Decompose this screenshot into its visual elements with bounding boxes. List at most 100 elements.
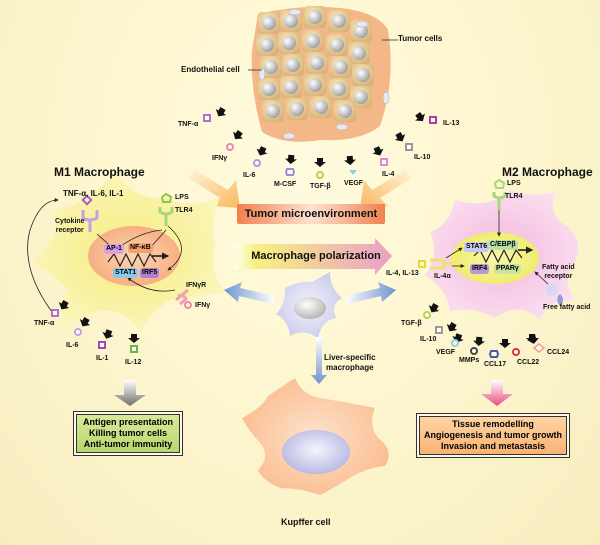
tumor-cell-nucleus: [338, 104, 352, 118]
tumor-microenvironment-label: Tumor microenvironment: [244, 208, 378, 220]
m2-output-label-ccl17: CCL17: [484, 361, 507, 368]
m1-output-label-il-12: IL-12: [125, 359, 142, 366]
m2-functions-box: Tissue remodelling Angiogenesis and tumo…: [416, 413, 570, 458]
monocyte-to-kupffer-arrow: [311, 337, 327, 384]
endothelial-cell-nucleus: [282, 132, 296, 140]
tumor-cell-nucleus: [352, 46, 366, 60]
tumor-cells: [256, 6, 374, 122]
m1-output-tnf-icon: [51, 309, 59, 317]
tf-irf5: IRF5: [140, 268, 160, 278]
m1-result-arrow: [114, 380, 146, 406]
m2-output-ccl17-icon: [488, 350, 500, 358]
ifn-icon: [226, 143, 234, 151]
tf-ap1: AP-1: [104, 244, 124, 254]
m2-tlr4-icon: [492, 192, 507, 210]
tumor-cell-nucleus: [354, 24, 368, 38]
secretion-arrow-icon: [314, 158, 326, 167]
secretion-arrow-icon: [344, 155, 356, 165]
m2-output-label-tgf: TGF-β: [401, 320, 422, 327]
secretion-arrow-icon: [128, 334, 140, 343]
tf-irf4: IRF4: [470, 264, 490, 274]
endothelial-cell-nucleus: [335, 123, 349, 131]
m1-output-label-tnf: TNF-α: [34, 320, 55, 327]
secretion-arrow-icon: [79, 317, 91, 327]
fatty-acid-receptor-label: Fatty acid receptor: [542, 264, 575, 280]
m2-result-arrow: [481, 380, 513, 406]
m1-tlr4-icon: [158, 207, 174, 226]
m2-secreted-outputs: [423, 303, 546, 358]
tf-stat6: STAT6: [464, 242, 490, 252]
m1-lps-icon: [160, 192, 173, 203]
factor-label-il-6: IL-6: [243, 172, 256, 179]
tumor-cell-nucleus: [284, 80, 298, 94]
tumor-microenvironment-banner: [237, 204, 385, 224]
m2-lps-icon: [493, 178, 506, 189]
monocyte-nucleus: [294, 297, 326, 319]
factor-label-il-10: IL-10: [414, 154, 431, 161]
endothelial-cell-nucleus: [382, 91, 390, 105]
secretion-arrow-icon: [215, 107, 227, 117]
tumor-cell-nucleus: [308, 78, 322, 92]
endothelial-cell-nucleus: [258, 67, 266, 81]
secretion-arrow-icon: [499, 339, 511, 348]
secretion-arrow-icon: [372, 146, 384, 156]
tf-cebpb: C/EBPβ: [488, 240, 518, 250]
secretion-arrow-icon: [394, 132, 406, 142]
m2-output-label-il-10: IL-10: [420, 336, 437, 343]
secretion-arrow-icon: [428, 303, 440, 313]
secretion-arrow-icon: [256, 146, 268, 156]
macrophage-polarization-label: Macrophage polarization: [251, 250, 381, 262]
il-4-icon: [380, 158, 388, 166]
m1-secreted-outputs: [51, 300, 140, 353]
tumor-cell-nucleus: [264, 60, 278, 74]
m2-output-tgf-icon: [423, 311, 431, 319]
endothelial-cell-nucleus: [288, 8, 302, 16]
m2-signaling: [418, 178, 563, 306]
tnf-icon: [203, 114, 211, 122]
tumor-cell-nucleus: [314, 100, 328, 114]
secretion-arrow-icon: [473, 336, 485, 346]
m2-output-mmps-icon: [470, 347, 478, 355]
factor-label-il-13: IL-13: [443, 120, 460, 127]
tumor-cell-nucleus: [286, 58, 300, 72]
tumor-cell-nucleus: [290, 102, 304, 116]
monocyte-to-m1-arrow: [224, 282, 275, 304]
il4-il13-label: IL-4, IL-13: [386, 270, 419, 277]
tumor-cell-nucleus: [356, 68, 370, 82]
tumor-cell-nucleus: [306, 34, 320, 48]
tumor-to-m2-arrow: [360, 170, 412, 208]
m2-title: M2 Macrophage: [502, 165, 593, 179]
tumor-cell-nucleus: [308, 10, 322, 24]
tumor-cell-nucleus: [332, 14, 346, 28]
m1-dna-icon: [107, 252, 157, 268]
endothelial-cell-nucleus: [355, 20, 369, 28]
secretion-arrow-icon: [285, 154, 297, 164]
tumor-cell-nucleus: [332, 82, 346, 96]
factor-label-il-4: IL-4: [382, 171, 395, 178]
tumor-cell-nucleus: [262, 16, 276, 30]
liver-specific-macrophage-label: Liver-specific macrophage: [324, 353, 376, 372]
m1-function-item: Killing tumor cells: [88, 428, 167, 438]
secretion-arrow-icon: [415, 112, 425, 122]
m1-function-item: Anti-tumor immunity: [83, 439, 173, 449]
factor-label-vegf: VEGF: [344, 180, 364, 187]
m-csf-icon: [284, 168, 296, 176]
m2-function-item: Tissue remodelling: [452, 419, 534, 429]
tumor-cell-nucleus: [284, 14, 298, 28]
secretion-arrow-icon: [102, 329, 114, 339]
kupffer-nucleus: [282, 430, 350, 474]
m2-il4-ligand-icon: [418, 260, 426, 268]
m2-output-ccl22-icon: [512, 348, 520, 356]
m2-tlr4-label: TLR4: [505, 193, 523, 200]
m1-autocrine-loop-arrow: [27, 198, 59, 313]
m1-cytokine-ligand-icon: [81, 194, 93, 206]
factor-label-m-csf: M-CSF: [274, 181, 297, 188]
tumor-cell-nucleus: [282, 36, 296, 50]
m2-output-label-mmps: MMPs: [459, 357, 480, 364]
m1-title: M1 Macrophage: [54, 165, 145, 179]
m2-output-ccl24-icon: [532, 343, 546, 353]
m1-output-label-il-1: IL-1: [96, 355, 109, 362]
m1-output-il-1-icon: [98, 341, 106, 349]
m2-output-label-ccl24: CCL24: [547, 349, 570, 356]
il4a-label: IL-4α: [434, 273, 451, 280]
